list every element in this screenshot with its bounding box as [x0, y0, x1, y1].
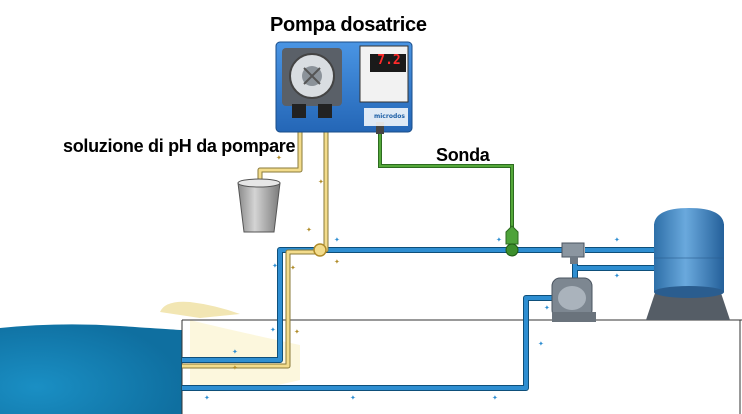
svg-text:✦: ✦	[232, 364, 238, 372]
svg-text:✦: ✦	[276, 154, 282, 162]
svg-text:✦: ✦	[272, 262, 278, 270]
svg-text:✦: ✦	[204, 394, 210, 402]
svg-text:✦: ✦	[538, 340, 544, 348]
probe-label: Sonda	[436, 145, 490, 165]
pump-title: Pompa dosatrice	[270, 14, 427, 36]
svg-text:✦: ✦	[232, 348, 238, 356]
svg-text:✦: ✦	[496, 236, 502, 244]
svg-text:✦: ✦	[334, 236, 340, 244]
svg-text:✦: ✦	[306, 226, 312, 234]
svg-text:✦: ✦	[270, 326, 276, 334]
pump-display-value: 7.2	[377, 53, 401, 68]
circulation-pump-icon	[551, 277, 596, 322]
peristaltic-pump-icon	[275, 41, 413, 134]
ph-flow-markers: ✦ ✦ ✦ ✦ ✦ ✦ ✦	[232, 154, 340, 372]
valve-fitting	[561, 242, 585, 264]
svg-text:✦: ✦	[544, 304, 550, 312]
svg-text:✦: ✦	[334, 258, 340, 266]
water-pipes	[182, 247, 654, 391]
solution-label: soluzione di pH da pompare	[63, 136, 296, 156]
ph-dispersion	[190, 320, 300, 392]
svg-text:✦: ✦	[290, 264, 296, 272]
svg-text:✦: ✦	[614, 272, 620, 280]
svg-text:✦: ✦	[492, 394, 498, 402]
pool-water	[0, 324, 182, 414]
filter-tank-icon	[646, 208, 730, 320]
pump-brand-logo: microdos	[374, 113, 405, 120]
pool-edge-blob	[160, 301, 240, 318]
svg-text:✦: ✦	[294, 328, 300, 336]
svg-text:✦: ✦	[614, 236, 620, 244]
flow-markers: ✦ ✦ ✦ ✦ ✦ ✦ ✦ ✦ ✦ ✦ ✦ ✦	[204, 236, 620, 402]
ph-container-icon	[237, 178, 281, 233]
probe-icon	[505, 225, 519, 257]
svg-text:✦: ✦	[350, 394, 356, 402]
injection-point	[313, 243, 327, 257]
svg-text:✦: ✦	[318, 178, 324, 186]
